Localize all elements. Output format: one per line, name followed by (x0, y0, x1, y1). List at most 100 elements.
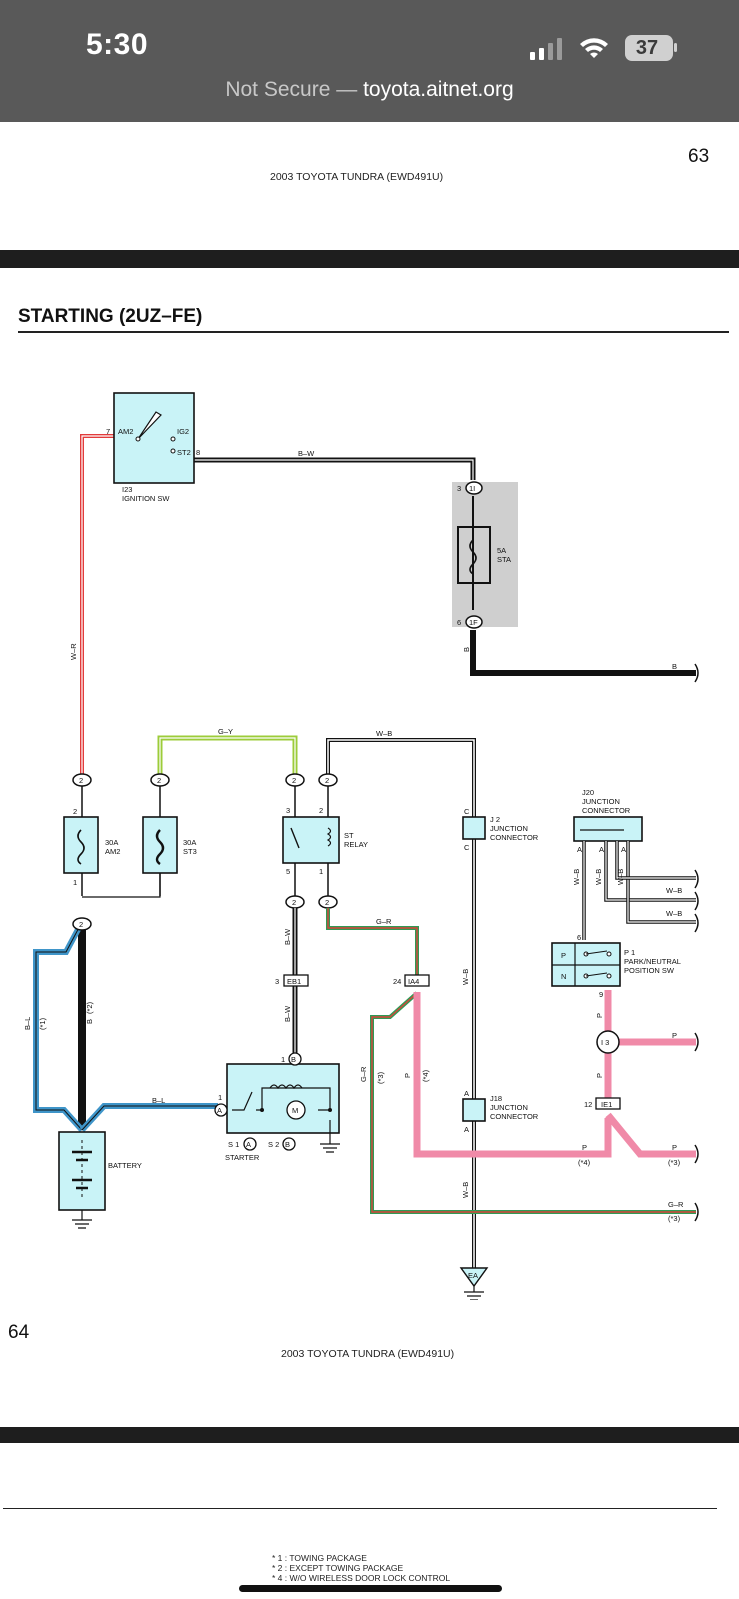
j18-name: JUNCTION (490, 1103, 528, 1112)
url-domain: toyota.aitnet.org (363, 78, 514, 101)
wire-label-p-bottom: P (582, 1143, 587, 1152)
starter-name: STARTER (225, 1153, 260, 1162)
starter-conn-b: B (291, 1055, 296, 1064)
wire-label-wb-j20-c: W–B (616, 869, 625, 885)
conn-ia4-label: IA4 (408, 977, 419, 986)
j20-ref: J20 (582, 788, 594, 797)
wire-label-bl-starter: B–L (152, 1096, 165, 1105)
starter-s1-mark: A (246, 1140, 251, 1149)
conn-2-relay-3: 2 (285, 773, 305, 787)
wire-label-gr-top: G–R (376, 917, 392, 926)
st-relay (282, 816, 340, 864)
j20-name2: CONNECTOR (582, 806, 631, 815)
starter-terminal-a (214, 1103, 228, 1117)
psw-name2: POSITION SW (624, 966, 675, 975)
wire-label-p-v1: P (595, 1013, 604, 1018)
svg-text:2: 2 (292, 776, 296, 785)
st-relay-pin2: 2 (319, 806, 323, 815)
wire-label-wb-r1: W–B (666, 886, 682, 895)
conn-2-relay-1: 2 (318, 895, 338, 909)
wire-label-gr-vert: G–R (359, 1066, 368, 1082)
battery-level: 37 (635, 37, 659, 59)
conn-ia4-pin: 24 (393, 977, 401, 986)
fuse-box-area (452, 482, 518, 627)
conn-i3 (596, 1030, 620, 1054)
wire-label-b-batt: B (85, 1019, 94, 1024)
conn-eb1-pin: 3 (275, 977, 279, 986)
starter-pin1-b: 1 (281, 1055, 285, 1064)
page-number-top: 63 (688, 146, 710, 167)
fuse-am2-pin1: 1 (73, 878, 77, 887)
ig-am2-label: AM2 (118, 427, 133, 436)
conn-ie1 (595, 1097, 621, 1110)
battery-icon: 37 (625, 35, 673, 61)
psw-n-label: N (561, 972, 566, 981)
fuse-am2-name: AM2 (105, 847, 120, 856)
wire-label-bw-2: B–W (283, 1005, 292, 1022)
j20-name: JUNCTION (582, 797, 620, 806)
wire-b-sta-out (470, 630, 696, 676)
junction-j20 (573, 816, 643, 842)
wire-label-wb-low: W–B (461, 1182, 470, 1198)
battery-cap (674, 43, 677, 52)
st-relay-name: ST (344, 831, 354, 840)
wire-p-branch (605, 1112, 696, 1158)
svg-text:2: 2 (157, 776, 161, 785)
conn-2-am2-top: 2 (72, 773, 92, 787)
wire-wb-main (326, 738, 476, 1268)
j18-ref: J18 (490, 1094, 502, 1103)
psw-name: PARK/NEUTRAL (624, 957, 681, 966)
wire-bw-st2 (188, 457, 476, 480)
wire-label-n3-vert: (*3) (376, 1071, 385, 1084)
wire-wb-j20-out2 (626, 841, 696, 924)
fuse-am2 (63, 816, 99, 874)
psw-ref: P 1 (624, 948, 635, 957)
j2-pin-a: C (464, 807, 470, 816)
j18-name2: CONNECTOR (490, 1112, 539, 1121)
page-separator-bottom (0, 1427, 739, 1443)
st-relay-name2: RELAY (344, 840, 368, 849)
ignition-switch (113, 392, 195, 484)
page-separator-top (0, 250, 739, 268)
ig-st2-label: ST2 (177, 448, 191, 457)
svg-text:2: 2 (325, 898, 329, 907)
address-bar[interactable]: Not Secure — toyota.aitnet.org (0, 78, 739, 102)
conn-1i (465, 481, 483, 495)
wire-gr-relay (326, 908, 419, 978)
conn-ia4 (404, 974, 430, 987)
section-title: STARTING (2UZ–FE) (18, 306, 203, 327)
doc-title-bottom: 2003 TOYOTA TUNDRA (EWD491U) (281, 1348, 455, 1360)
conn-i3-label: I 3 (601, 1038, 609, 1047)
starter-pin1-a: 1 (218, 1093, 222, 1102)
conn-ie1-pin: 12 (584, 1100, 592, 1109)
wire-label-n1: (*1) (38, 1017, 47, 1030)
not-secure-label: Not Secure — (225, 78, 358, 101)
wire-label-bl-left: B–L (23, 1017, 32, 1030)
j18-pin-b: A (464, 1125, 469, 1134)
ignition-sw-ref: I23 (122, 485, 132, 494)
wire-label-n4-vert: (*4) (421, 1069, 430, 1082)
j2-name2: CONNECTOR (490, 833, 539, 842)
fuse-sta-rating: 5A (497, 546, 506, 555)
wire-label-gy: G–Y (218, 727, 233, 736)
wire-label-n3-right: (*3) (668, 1214, 681, 1223)
clock: 5:30 (86, 28, 149, 61)
conn-1f-label: 1F (469, 618, 478, 627)
st-relay-pin3: 3 (286, 806, 290, 815)
home-indicator[interactable] (239, 1585, 502, 1592)
starter (226, 1063, 340, 1134)
starter-motor-label: M (292, 1106, 298, 1115)
ground-ea-label: EA (468, 1271, 478, 1280)
conn-2-st3-top: 2 (150, 773, 170, 787)
wire-label-gr-right: G–R (668, 1200, 684, 1209)
conn-1f (465, 615, 483, 629)
starter-motor (286, 1100, 306, 1120)
conn-eb1-label: EB1 (287, 977, 301, 986)
fuse-sta (457, 526, 491, 584)
fuse-st3 (142, 816, 178, 874)
wire-label-wb-j20-b: W–B (594, 869, 603, 885)
starter-s2-mark: B (285, 1140, 290, 1149)
wire-label-wb-j20-a: W–B (572, 869, 581, 885)
wire-label-bw-top: B–W (298, 449, 315, 458)
j2-pin-b: C (464, 843, 470, 852)
